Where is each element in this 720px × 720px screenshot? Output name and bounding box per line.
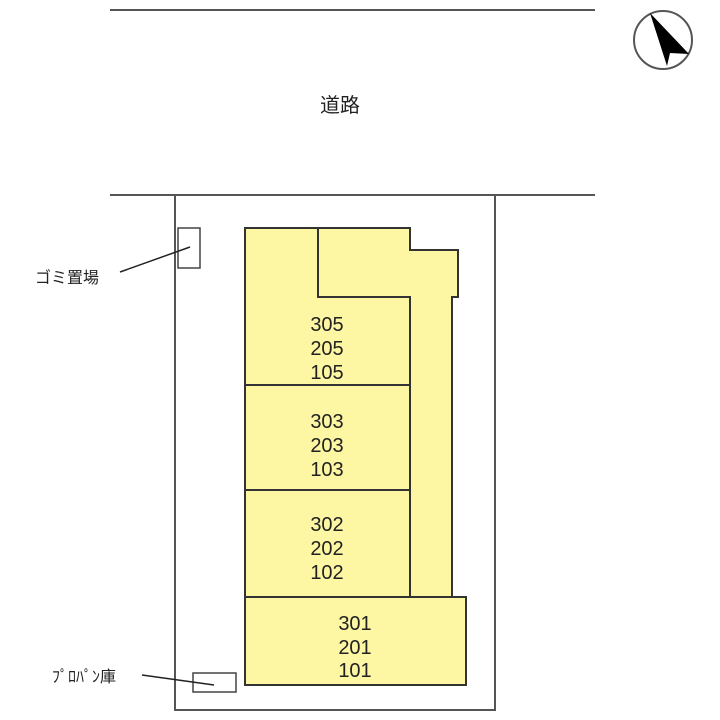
- unit-number: 202: [310, 538, 343, 560]
- unit-block-305: 305 205 105: [310, 314, 343, 384]
- leader-line: [141, 674, 215, 686]
- unit-block-301: 301 201 101: [338, 613, 371, 682]
- unit-number: 102: [310, 562, 343, 584]
- unit-number: 305: [310, 314, 343, 336]
- unit-block-302: 302 202 102: [310, 514, 343, 584]
- unit-number: 302: [310, 514, 343, 536]
- road-label: 道路: [320, 93, 360, 117]
- unit-number: 103: [310, 459, 343, 481]
- unit-number: 203: [310, 435, 343, 457]
- unit-block-303: 303 203 103: [310, 411, 343, 481]
- unit-number: 101: [338, 660, 371, 682]
- unit-number: 205: [310, 338, 343, 360]
- unit-number: 105: [310, 362, 343, 384]
- unit-number: 303: [310, 411, 343, 433]
- garbage-area-label: ゴミ置場: [35, 268, 99, 287]
- north-arrow-icon: [633, 10, 693, 70]
- propane-storage-label: ﾌﾟﾛﾊﾟﾝ庫: [52, 667, 116, 686]
- lot-boundary: [174, 195, 496, 711]
- building: [244, 227, 467, 686]
- leader-line: [119, 246, 191, 273]
- unit-number: 201: [338, 637, 371, 659]
- unit-number: 301: [338, 613, 371, 635]
